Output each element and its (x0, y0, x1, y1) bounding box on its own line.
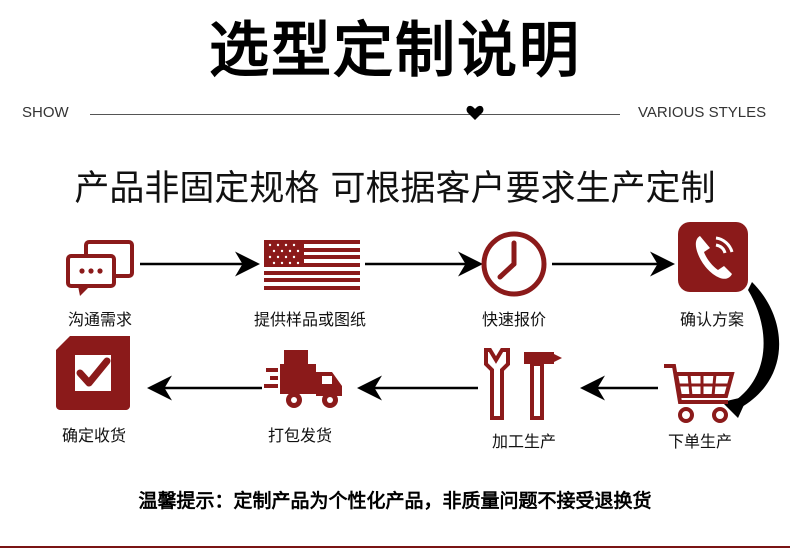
step-label-processing: 加工生产 (491, 432, 556, 451)
checkmark-icon (56, 336, 130, 410)
clock-icon (481, 231, 547, 297)
header-divider (90, 114, 620, 115)
page-title: 选型定制说明 (209, 16, 581, 86)
step-label-ship: 打包发货 (267, 426, 332, 445)
chat-bubbles-icon (66, 240, 134, 296)
phone-icon (678, 222, 748, 292)
step-label-receive: 确定收货 (61, 426, 126, 445)
step-label-quote: 快速报价 (481, 310, 546, 329)
subtitle: 产品非固定规格 可根据客户要求生产定制 (74, 169, 716, 209)
step-label-communicate: 沟通需求 (67, 310, 132, 329)
step-label-confirm: 确认方案 (679, 310, 744, 329)
various-styles-tag: VARIOUS STYLES (638, 104, 767, 121)
step-label-samples: 提供样品或图纸 (253, 310, 366, 329)
bottom-rule (0, 546, 790, 548)
shopping-cart-icon (664, 364, 735, 423)
arrow-curve (730, 282, 780, 408)
delivery-truck-icon (264, 350, 342, 408)
notice-text: 温馨提示：定制产品为个性化产品，非质量问题不接受退换货 (138, 490, 652, 512)
step-label-order: 下单生产 (667, 432, 732, 451)
tools-icon (484, 348, 562, 420)
show-tag: SHOW (22, 104, 69, 121)
heart-icon (466, 105, 484, 120)
us-flag-icon (264, 240, 360, 290)
